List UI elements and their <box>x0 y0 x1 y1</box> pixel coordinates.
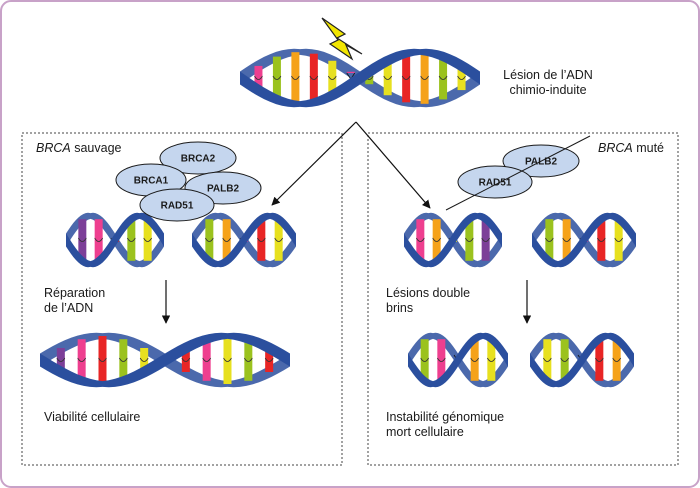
instability-label-line2: mort cellulaire <box>386 425 464 439</box>
breaks-label: Lésions double brins <box>386 286 470 316</box>
protein-brca1-label: BRCA1 <box>134 176 169 187</box>
repair-label: Réparation de l’ADN <box>44 286 105 316</box>
left-title-rest: sauvage <box>70 141 122 155</box>
breaks-label-line1: Lésions double <box>386 286 471 300</box>
right-title-rest: muté <box>632 141 664 155</box>
repair-label-line2: de l’ADN <box>44 301 94 315</box>
dna-helix-right-b <box>532 212 636 268</box>
right-gene-name: BRCA <box>598 141 633 155</box>
instability-label: Instabilité génomique mort cellulaire <box>386 410 504 440</box>
protein-palb2-label: PALB2 <box>207 184 239 195</box>
viability-label: Viabilité cellulaire <box>44 410 141 424</box>
dna-helix-broken-a <box>408 332 508 388</box>
dna-helix-left-a <box>66 212 164 268</box>
top-label: Lésion de l’ADN chimio-induite <box>478 68 618 98</box>
left-gene-name: BRCA <box>36 141 71 155</box>
instability-label-line1: Instabilité génomique <box>386 410 505 424</box>
right-panel-box <box>367 132 679 466</box>
dna-helix-left-b <box>192 212 296 268</box>
damaged-dna-helix <box>240 48 480 108</box>
strike-through-line <box>445 135 591 211</box>
protein-palb2-mut-label: PALB2 <box>525 157 557 168</box>
dna-helix-right-a <box>404 212 502 268</box>
left-panel-title: BRCA sauvage <box>36 141 121 156</box>
arrow-to-mutant <box>355 121 431 209</box>
repair-label-line1: Réparation <box>44 286 106 300</box>
protein-rad51-mut-label: RAD51 <box>479 178 512 189</box>
top-label-line1: Lésion de l’ADN <box>503 68 593 82</box>
dna-helix-repaired <box>40 332 290 388</box>
left-panel-box <box>21 132 343 466</box>
right-panel-title: BRCA muté <box>598 141 664 156</box>
protein-complex-wildtype: BRCA2 BRCA1 PALB2 RAD51 <box>115 141 262 222</box>
dna-helix-broken-b <box>530 332 634 388</box>
protein-brca2-label: BRCA2 <box>181 154 216 165</box>
arrow-to-wildtype <box>271 121 357 206</box>
protein-rad51-label: RAD51 <box>161 201 194 212</box>
top-label-line2: chimio-induite <box>509 83 587 97</box>
breaks-label-line2: brins <box>386 301 414 315</box>
protein-complex-mutant: PALB2 RAD51 <box>445 135 591 211</box>
lightning-bolt-icon <box>321 17 363 61</box>
